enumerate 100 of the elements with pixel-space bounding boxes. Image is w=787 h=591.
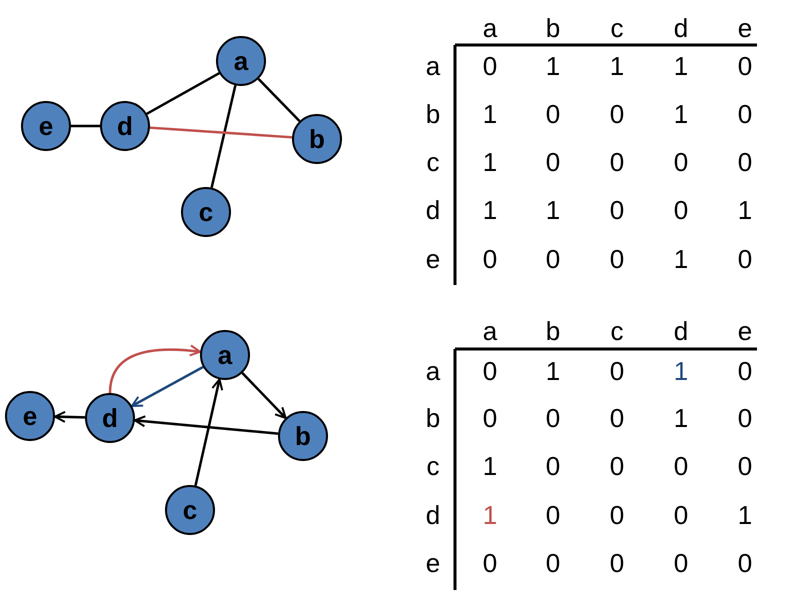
matrix-value: 0 [738,453,752,479]
matrix-value: 0 [610,358,624,384]
matrix-value: 0 [610,405,624,431]
row-header: a [426,53,440,79]
edge-line [210,85,237,188]
row-header: c [426,149,440,175]
matrix-value: 0 [482,550,498,576]
matrix-value: 1 [738,502,752,528]
matrix-value: 1 [610,53,624,79]
matrix-value: 0 [610,197,624,223]
column-header: a [482,318,498,344]
node-label: c [198,199,214,225]
matrix-value: 1 [546,53,560,79]
matrix-value: 0 [738,149,752,175]
matrix-value: 1 [546,358,560,384]
column-header: e [738,318,752,344]
matrix-value: 1 [674,53,688,79]
row-header: e [426,246,440,272]
graph-node-circle [21,101,71,151]
matrix-value: 0 [546,246,560,272]
matrix-value: 1 [738,197,752,223]
row-header: d [426,502,440,528]
graph-node-circle [5,391,55,441]
row-header: b [426,405,440,431]
arrow [194,378,224,486]
graph-node-circle [216,36,266,86]
column-header: e [738,15,752,41]
matrix-value: 0 [546,101,560,127]
row-header: a [426,358,440,384]
column-header: b [546,15,560,41]
edge-line [146,72,220,115]
arrow [108,344,202,394]
matrix-value: 0 [482,246,498,272]
matrix-value: 0 [546,550,560,576]
matrix-value: 1 [482,149,498,175]
graph-node-circle [278,411,328,461]
arrow [134,415,278,435]
matrix-value: 0 [610,101,624,127]
graph-node-circle [181,187,231,237]
matrix-value: 1 [674,405,688,431]
matrix-value: 0 [674,502,688,528]
matrix-value: 1 [546,197,560,223]
matrix-value: 0 [738,101,752,127]
node-label: b [309,126,325,152]
node-label: e [22,403,38,429]
row-header: d [426,197,440,223]
matrix-value: 0 [546,405,560,431]
matrix-value: 1 [482,197,498,223]
arrow [54,410,86,423]
graph-node-circle [100,101,150,151]
matrix-value: 0 [738,358,752,384]
matrix-value: 1 [674,358,688,384]
matrix-value: 0 [610,246,624,272]
matrix-value: 1 [674,246,688,272]
edge-line [258,78,300,122]
graph-node-circle [200,330,250,380]
arrow [241,372,287,419]
edge-line [71,124,100,128]
arrow [130,366,204,408]
matrix-value: 0 [610,453,624,479]
matrix-value: 0 [674,550,688,576]
matrix-value: 0 [610,550,624,576]
node-label: a [218,342,232,368]
column-header: a [482,15,498,41]
matrix-value: 0 [546,149,560,175]
row-header: c [426,453,440,479]
matrix-value: 1 [482,502,498,528]
node-label: b [295,423,311,449]
matrix-value: 1 [674,101,688,127]
matrix-value: 0 [482,358,498,384]
matrix-value: 0 [738,53,752,79]
matrix-value: 0 [674,453,688,479]
node-label: d [102,405,118,431]
column-header: d [674,318,688,344]
matrix-value: 0 [546,502,560,528]
matrix-value: 0 [738,405,752,431]
column-header: c [610,318,624,344]
matrix-value: 1 [482,453,498,479]
row-header: e [426,550,440,576]
matrix-value: 1 [482,101,498,127]
matrix-value: 0 [674,149,688,175]
edge-line [150,126,292,139]
matrix-value: 0 [738,246,752,272]
matrix-value: 0 [738,550,752,576]
graph-node-circle [85,393,135,443]
matrix-value: 0 [610,502,624,528]
node-label: a [234,48,248,74]
matrix-value: 0 [482,53,498,79]
node-label: c [182,497,198,523]
graph-node-circle [292,114,342,164]
column-header: c [610,15,624,41]
matrix-value: 0 [546,453,560,479]
column-header: d [674,15,688,41]
matrix-value: 0 [610,149,624,175]
row-header: b [426,101,440,127]
matrix-value: 0 [674,197,688,223]
column-header: b [546,318,560,344]
node-label: d [117,113,133,139]
graph-node-circle [165,485,215,535]
matrix-value: 0 [482,405,498,431]
